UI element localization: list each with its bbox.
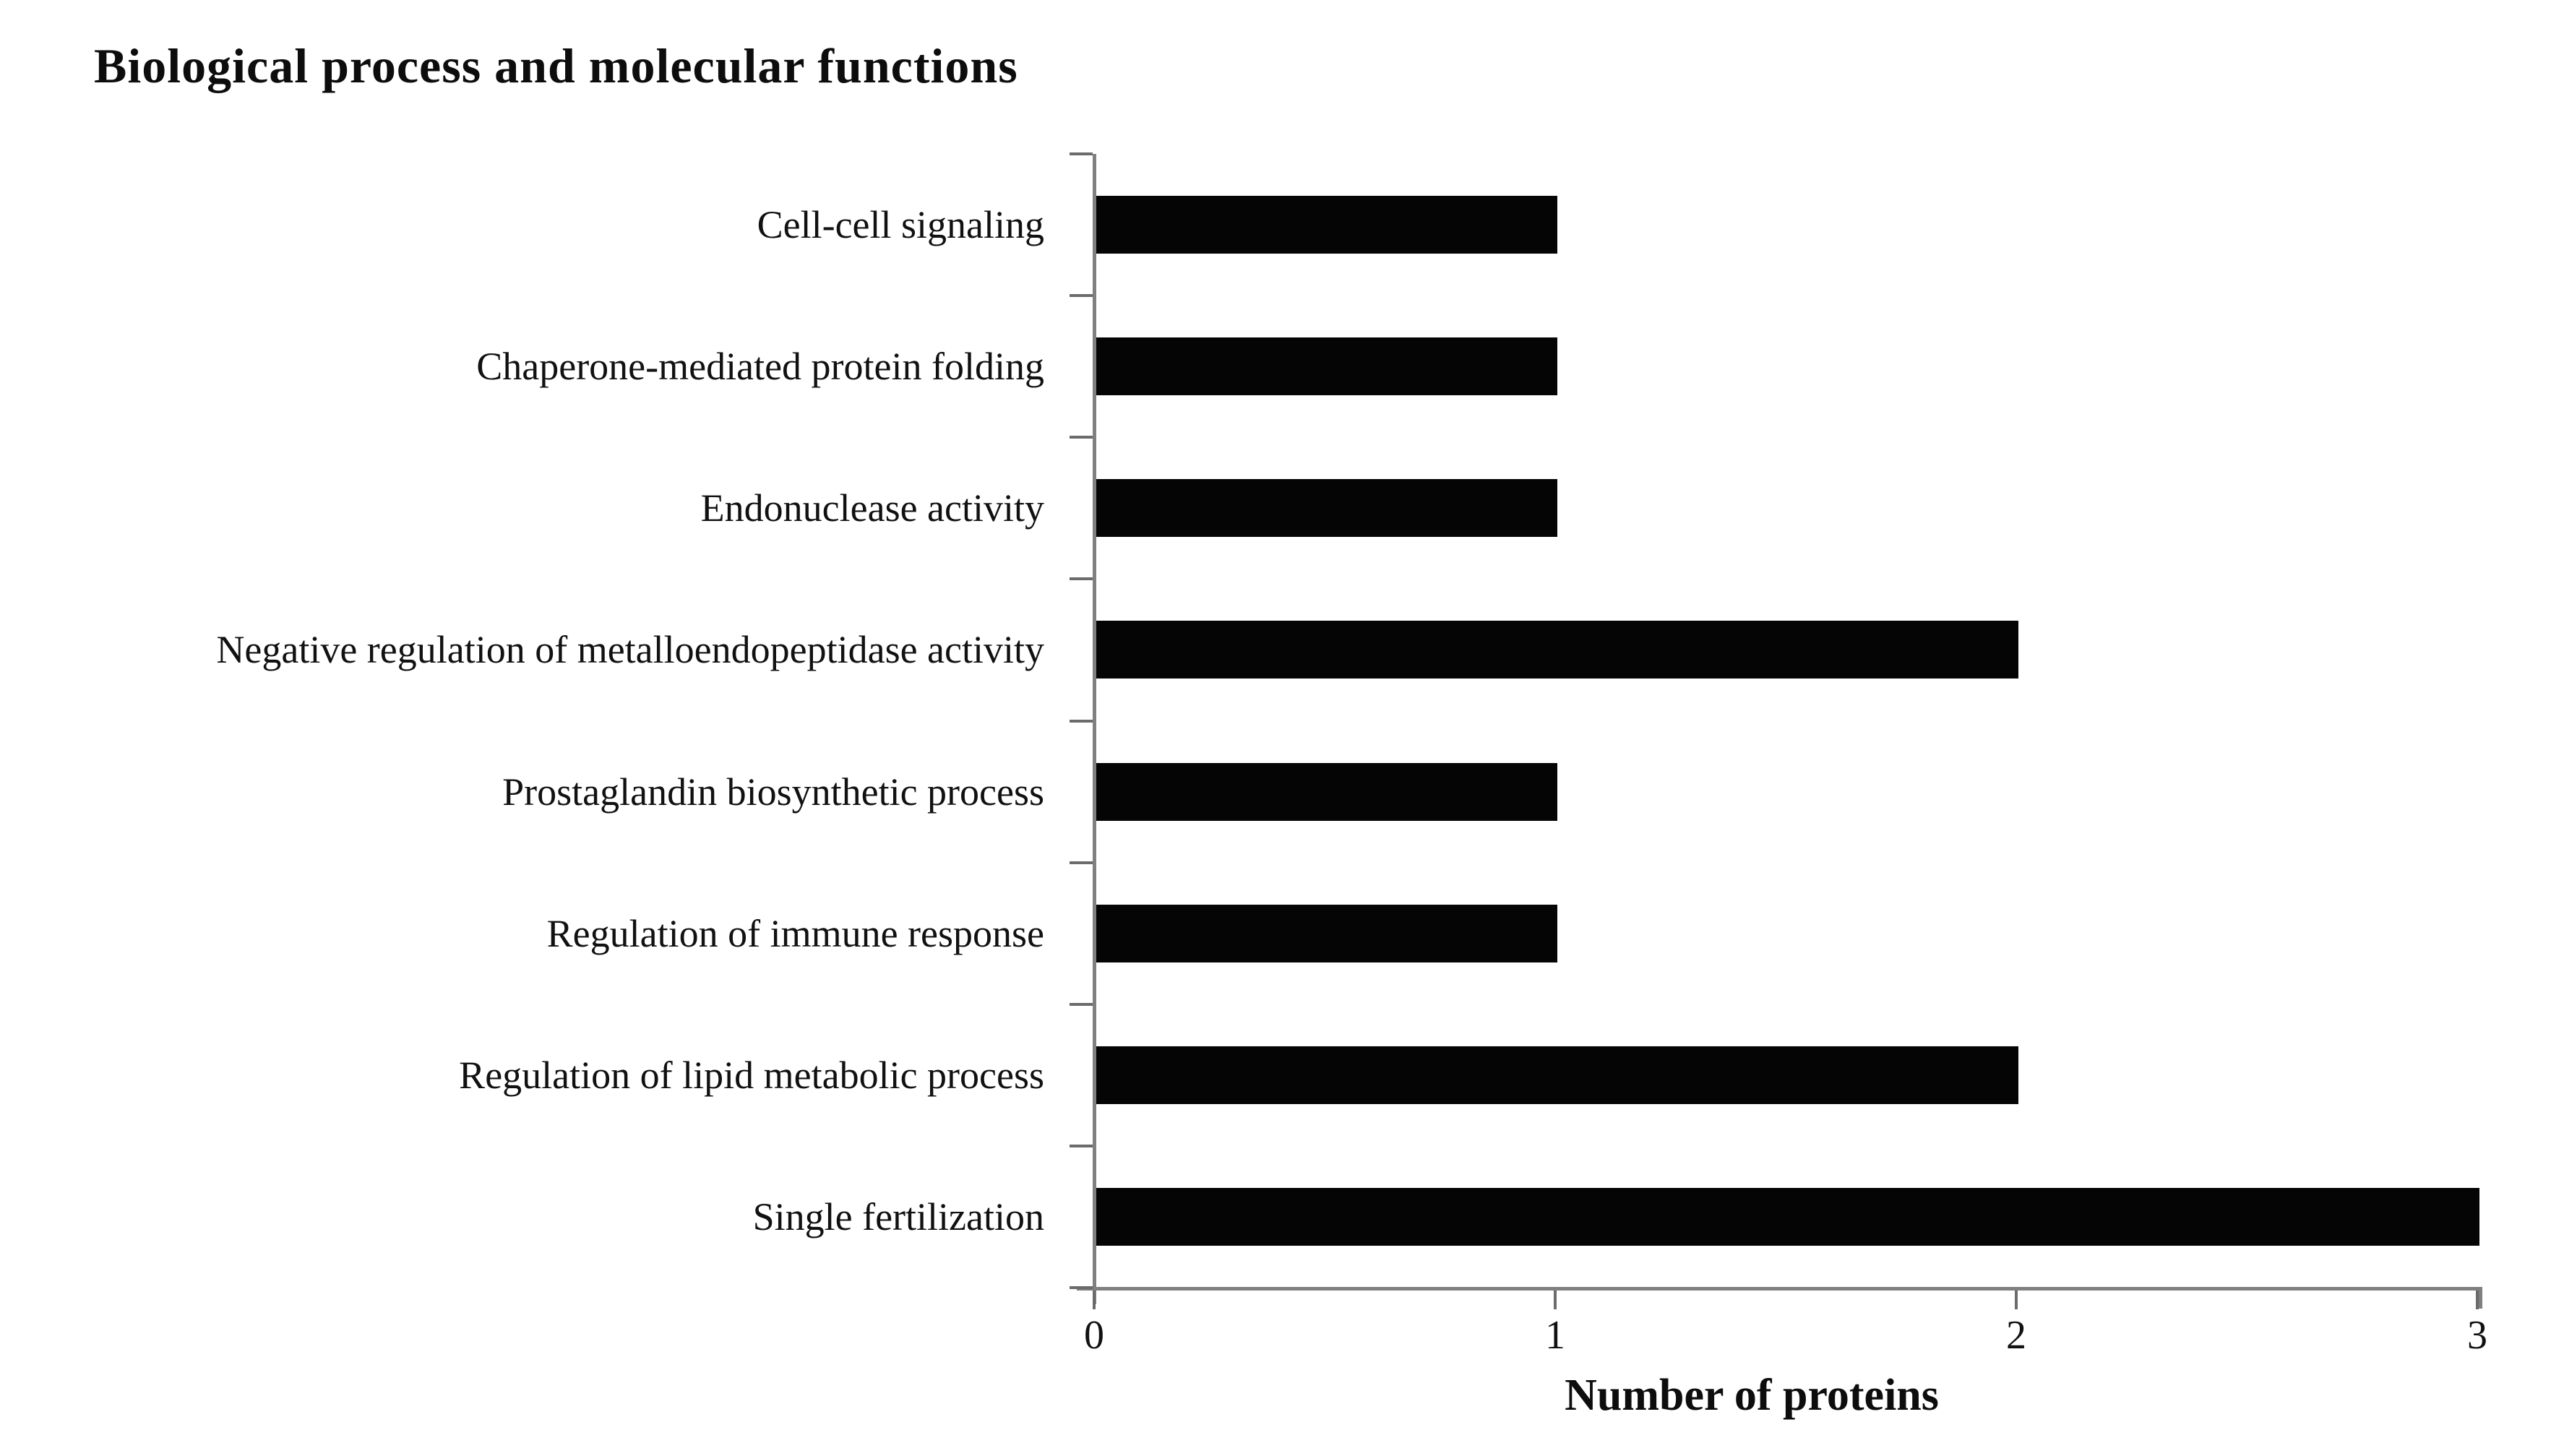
x-axis-tick	[1093, 1291, 1096, 1309]
category-label: Negative regulation of metalloendopeptid…	[216, 628, 1044, 672]
x-axis-tick-label: 1	[1545, 1313, 1565, 1358]
category-label: Regulation of lipid metabolic process	[459, 1053, 1044, 1097]
x-axis-tick-label: 2	[2006, 1313, 2026, 1358]
y-axis-tick	[1070, 294, 1093, 298]
x-axis-tick-label: 3	[2467, 1313, 2487, 1358]
category-label: Single fertilization	[752, 1194, 1044, 1239]
y-axis-tick	[1070, 719, 1093, 723]
y-axis-tick	[1070, 1002, 1093, 1006]
category-label: Endonuclease activity	[700, 486, 1044, 530]
category-label: Prostaglandin biosynthetic process	[502, 770, 1044, 814]
bar	[1096, 1187, 2479, 1246]
category-label: Regulation of immune response	[546, 911, 1044, 955]
x-axis-end-tick	[2479, 1287, 2482, 1309]
y-axis-line	[1093, 154, 1096, 1304]
y-axis-tick	[1070, 577, 1093, 581]
bar	[1096, 621, 2018, 679]
chart-title: Biological process and molecular functio…	[94, 38, 1018, 93]
x-axis-title: Number of proteins	[1565, 1371, 1939, 1420]
x-axis-tick	[2015, 1291, 2018, 1309]
y-axis-tick	[1070, 152, 1093, 155]
bar	[1096, 762, 1557, 821]
bar	[1096, 337, 1557, 396]
bar	[1096, 1046, 2018, 1104]
bar	[1096, 479, 1557, 538]
category-label: Chaperone-mediated protein folding	[476, 345, 1044, 389]
bar	[1096, 196, 1557, 254]
y-axis-tick	[1070, 861, 1093, 864]
y-axis-tick	[1070, 1144, 1093, 1147]
x-axis-tick	[2476, 1291, 2479, 1309]
bar	[1096, 904, 1557, 962]
category-label: Cell-cell signaling	[757, 203, 1044, 247]
y-axis-tick	[1070, 1286, 1093, 1289]
x-axis-line	[1077, 1287, 2482, 1291]
x-axis-tick-label: 0	[1084, 1313, 1104, 1358]
y-axis-tick	[1070, 436, 1093, 439]
x-axis-tick	[1554, 1291, 1557, 1309]
